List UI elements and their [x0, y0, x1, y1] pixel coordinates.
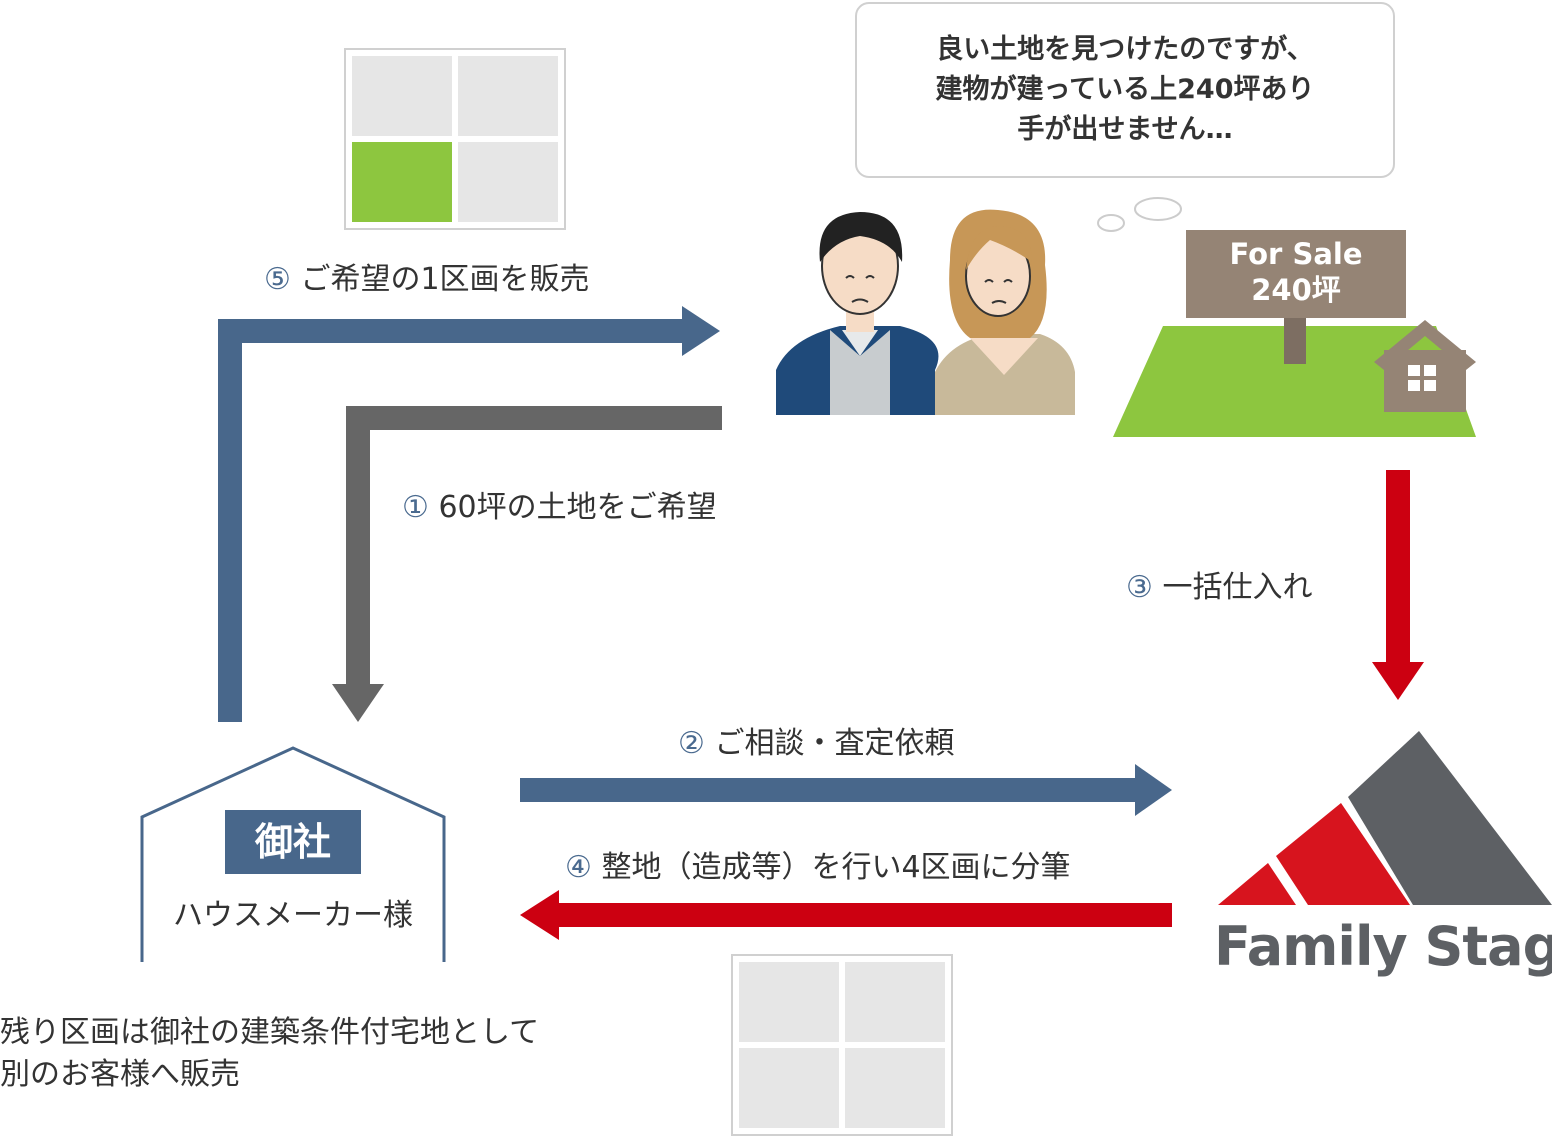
speech-line-2: 建物が建っている上240坪あり: [935, 74, 1315, 105]
step-1-text: 60坪の土地をご希望: [438, 490, 717, 525]
lot-1: [739, 962, 839, 1042]
note-line-1: 残り区画は御社の建築条件付宅地として: [0, 1015, 540, 1050]
thought-dot-large: [1134, 197, 1182, 221]
lot-2: [458, 56, 558, 136]
step-2-text: ご相談・査定依頼: [714, 726, 955, 761]
maker-badge: 御社: [225, 810, 361, 874]
step-1-label: ① 60坪の土地をご希望: [402, 482, 717, 526]
step-5-label: ⑤ ご希望の1区画を販売: [264, 254, 590, 298]
arrow-step-1: [332, 406, 722, 722]
lot-3-selected: [352, 142, 452, 222]
lot-4: [458, 142, 558, 222]
lot-2: [845, 962, 945, 1042]
thought-dot-small: [1097, 214, 1125, 232]
family-stage-logo-text: Family Stage: [1214, 915, 1552, 978]
step-2-label: ② ご相談・査定依頼: [678, 718, 954, 762]
step-2-number: ②: [678, 726, 705, 761]
note-line-2: 別のお客様へ販売: [0, 1057, 240, 1092]
lot-4: [845, 1048, 945, 1128]
speech-line-3: 手が出せません…: [1017, 114, 1233, 145]
step-4-text: 整地（造成等）を行い4区画に分筆: [601, 850, 1071, 885]
lot-3: [739, 1048, 839, 1128]
lot-1: [352, 56, 452, 136]
sign-line-1: For Sale: [1229, 237, 1363, 271]
step-5-number: ⑤: [264, 262, 291, 297]
step-5-text: ご希望の1区画を販売: [300, 262, 590, 297]
lot-plan-divided: [731, 954, 953, 1136]
arrow-step-3: [1372, 470, 1424, 700]
man-figure: [776, 212, 939, 415]
sign-line-2: 240坪: [1251, 273, 1341, 307]
family-stage-logo-mark: [1218, 731, 1552, 905]
arrow-step-4: [520, 890, 1172, 940]
lot-plan-selected: [344, 48, 566, 230]
step-3-text: 一括仕入れ: [1162, 570, 1313, 605]
house-outline-icon: [140, 746, 446, 962]
maker-label: ハウスメーカー様: [173, 898, 413, 933]
step-4-label: ④ 整地（造成等）を行い4区画に分筆: [565, 842, 1071, 886]
sign-text: For Sale 240坪: [1188, 236, 1404, 308]
step-1-number: ①: [402, 490, 429, 525]
speech-line-1: 良い土地を見つけたのですが、: [936, 34, 1314, 65]
arrow-step-5: [218, 306, 720, 722]
speech-bubble: 良い土地を見つけたのですが、 建物が建っている上240坪あり 手が出せません…: [855, 2, 1395, 178]
step-3-number: ③: [1126, 570, 1153, 605]
step-4-number: ④: [565, 850, 592, 885]
remaining-lots-note: 残り区画は御社の建築条件付宅地として 別のお客様へ販売: [0, 1012, 539, 1096]
sign-board: [1186, 230, 1406, 318]
small-house-icon: [1374, 320, 1476, 412]
step-3-label: ③ 一括仕入れ: [1126, 562, 1312, 606]
arrow-step-2: [520, 764, 1172, 816]
sign-post: [1284, 312, 1306, 364]
couple-illustration: [776, 209, 1075, 415]
woman-figure: [935, 209, 1075, 415]
for-sale-sign: [1186, 230, 1406, 364]
